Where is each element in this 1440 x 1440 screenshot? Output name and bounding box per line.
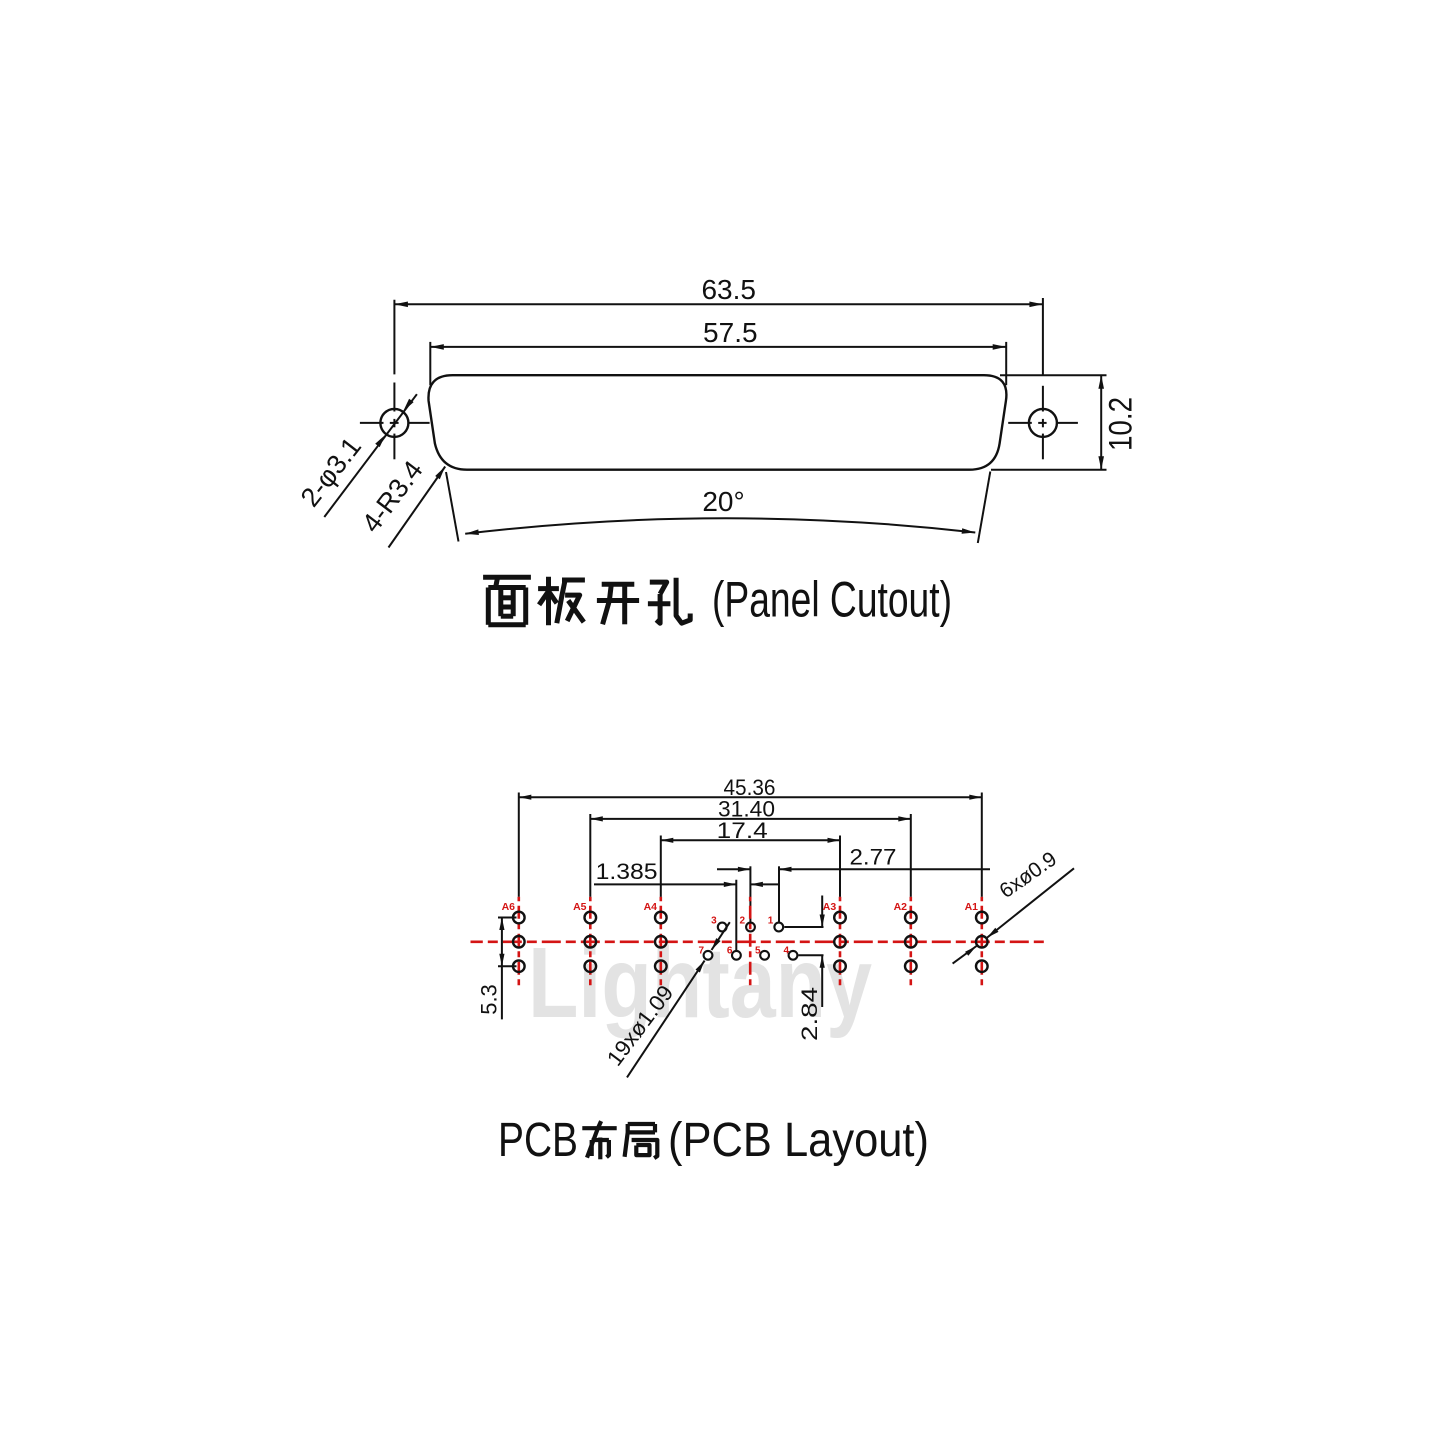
svg-text:2-φ3.1: 2-φ3.1	[295, 432, 367, 513]
svg-text:A1: A1	[965, 901, 979, 913]
svg-text:PCB: PCB	[498, 1114, 578, 1167]
svg-text:10.2: 10.2	[1103, 397, 1139, 451]
svg-text:A5: A5	[573, 901, 587, 913]
svg-text:2.77: 2.77	[850, 845, 897, 870]
svg-text:63.5: 63.5	[701, 274, 756, 305]
svg-text:(PCB Layout): (PCB Layout)	[668, 1114, 929, 1167]
svg-text:1: 1	[768, 916, 774, 927]
svg-text:4: 4	[783, 946, 789, 957]
svg-text:3: 3	[711, 916, 717, 927]
svg-text:5.3: 5.3	[477, 984, 502, 1015]
svg-text:20°: 20°	[702, 486, 744, 517]
svg-text:1.385: 1.385	[596, 859, 658, 884]
svg-text:7: 7	[698, 946, 704, 957]
svg-text:2.84: 2.84	[797, 987, 822, 1041]
svg-text:4-R3.4: 4-R3.4	[356, 455, 429, 538]
svg-text:A4: A4	[644, 901, 658, 913]
svg-text:A2: A2	[894, 901, 908, 913]
svg-text:17.4: 17.4	[717, 818, 768, 843]
svg-text:A3: A3	[823, 901, 837, 913]
svg-text:57.5: 57.5	[703, 317, 758, 348]
svg-text:6xø0.9: 6xø0.9	[995, 847, 1061, 903]
svg-text:A6: A6	[502, 901, 516, 913]
svg-text:2: 2	[739, 916, 745, 927]
svg-text:31.40: 31.40	[718, 797, 775, 822]
svg-text:45.36: 45.36	[724, 775, 776, 800]
svg-text:(Panel Cutout): (Panel Cutout)	[712, 572, 952, 628]
svg-text:6: 6	[727, 946, 733, 957]
svg-text:5: 5	[755, 946, 761, 957]
